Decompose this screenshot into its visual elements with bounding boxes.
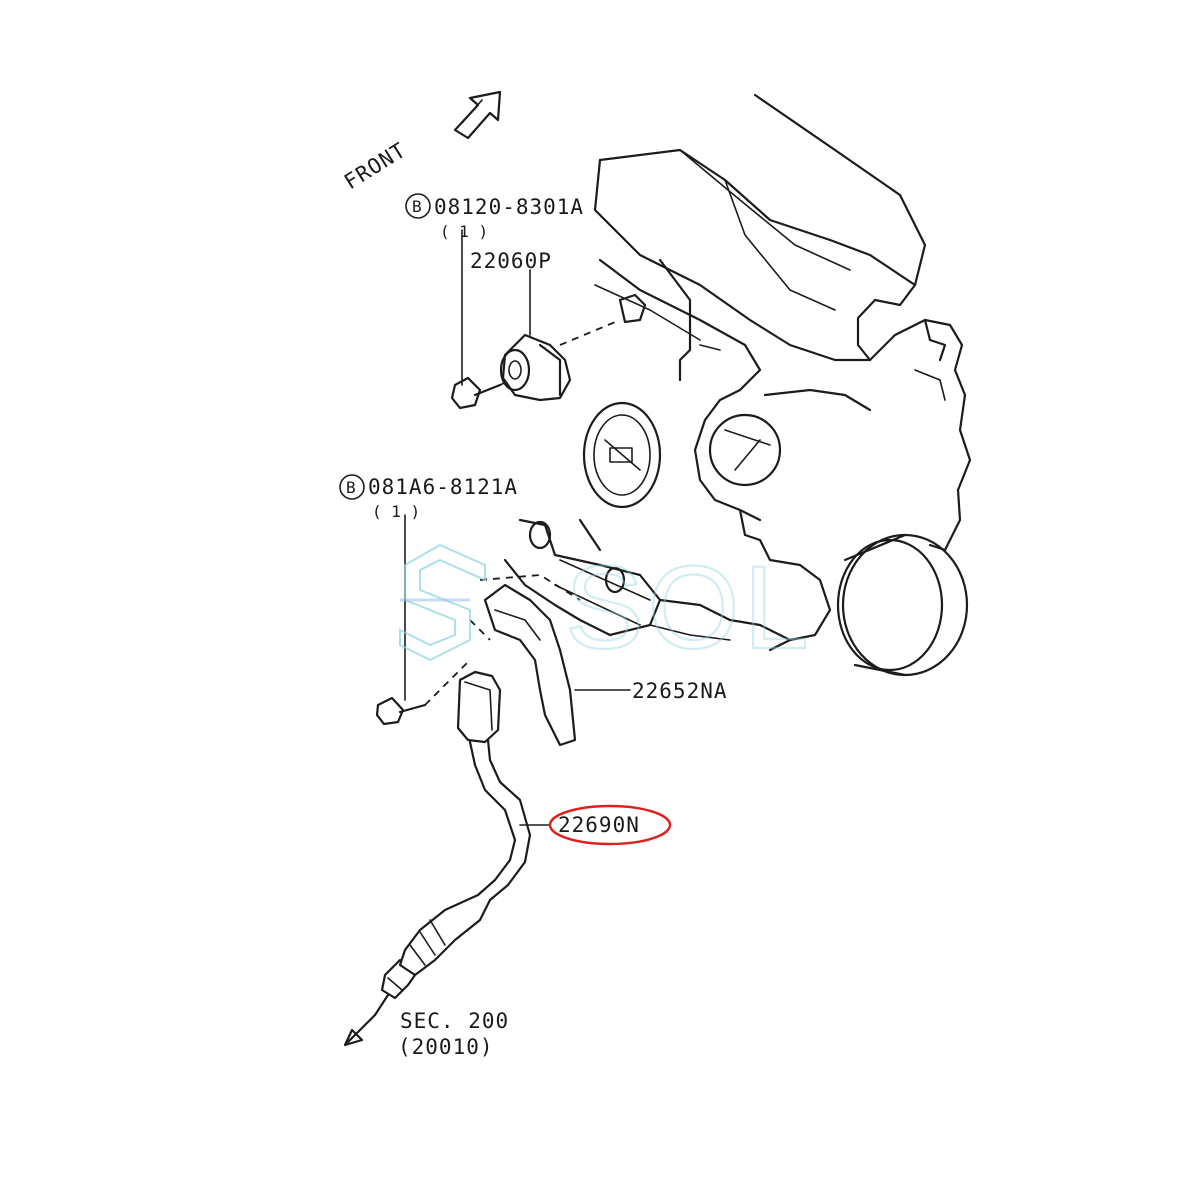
sensor-top-label: 22060P [470,249,552,273]
bolt-top [450,376,511,410]
bolt-top-symbol-text: B [412,197,422,216]
bracket-label: 22652NA [632,679,728,703]
bracket [469,574,581,747]
bolt-top-qty-label: ( 1 ) [440,222,488,241]
bolt-top-part-label: 08120-8301A [434,195,584,219]
bolt-mid-part-label: 081A6-8121A [368,475,518,499]
section-sub-label: (20010) [398,1035,494,1059]
bolt-mid-qty-label: ( 1 ) [372,502,420,521]
oxygen-sensor-label: 22690N [558,813,640,837]
lower-block [503,508,832,652]
bolt-mid-symbol: B [339,474,365,500]
oxygen-sensor-callout: 22690N [548,804,672,846]
front-label: FRONT [340,138,411,195]
watermark-text: SOL [565,542,813,674]
highlight-ring [548,804,672,846]
section-ref-label: SEC. 200 [400,1009,509,1033]
bolt-mid-symbol-text: B [346,478,356,497]
knock-sensor [499,284,701,402]
bolt-mid [375,659,471,726]
oxygen-sensor [373,670,532,1017]
watermark: SOL [399,541,813,675]
oval-boss [582,401,662,509]
front-arrow: FRONT [340,90,502,195]
engine-block [593,93,972,552]
leader-lines [343,229,631,1047]
crank-pulley [836,533,969,677]
watermark-logo-icon [399,543,486,662]
bolt-top-symbol: B [405,193,431,219]
